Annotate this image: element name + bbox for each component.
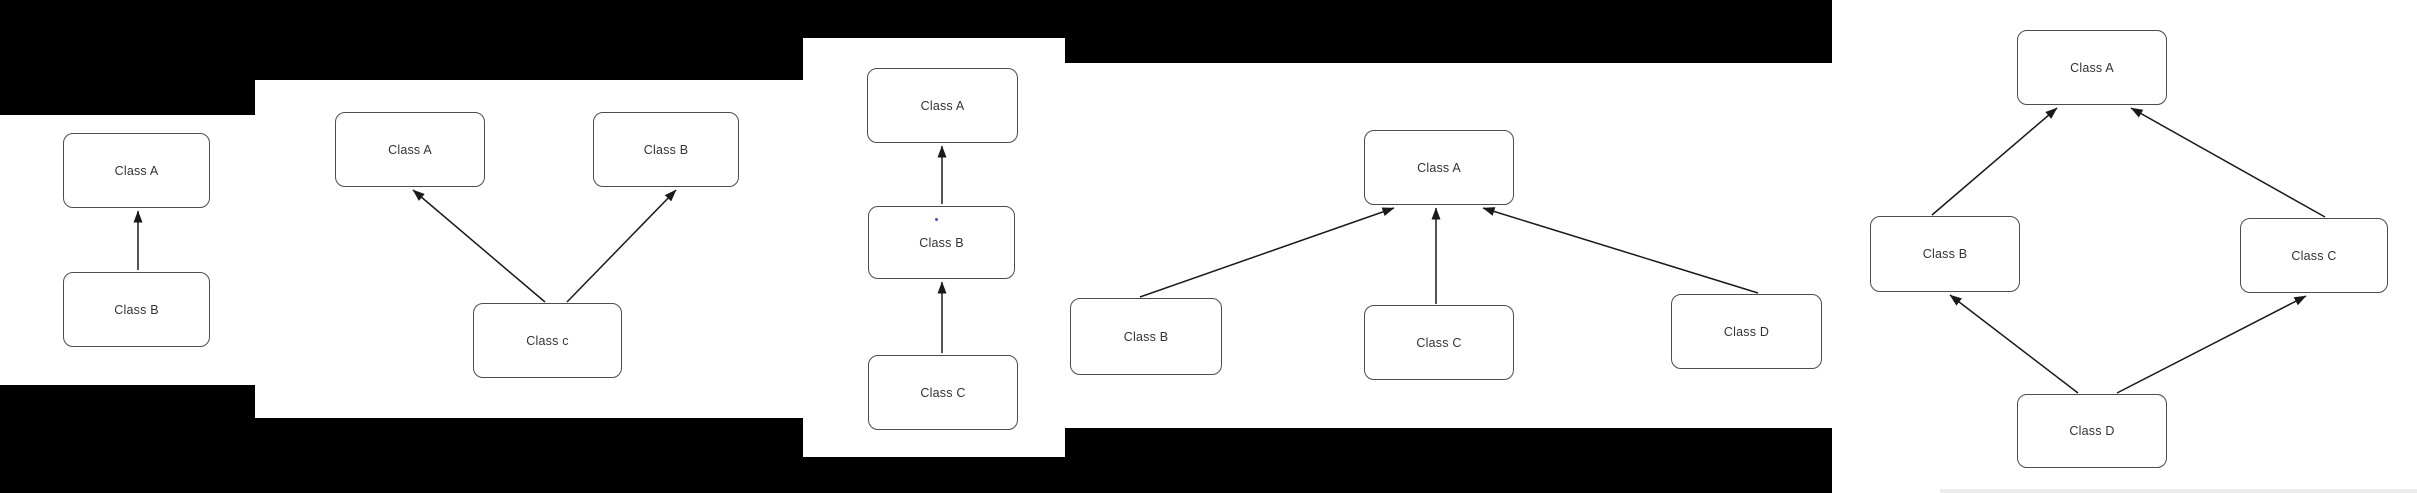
panel-5-class-a-box[interactable]: Class A: [2017, 30, 2167, 105]
class-label: Class A: [114, 163, 159, 178]
panel-3-class-b-box[interactable]: Class B: [868, 206, 1015, 279]
stray-blue-dot: [935, 218, 938, 221]
panel-1-class-a-box[interactable]: Class A: [63, 133, 210, 208]
class-label: Class A: [1417, 160, 1461, 175]
class-label: Class c: [526, 333, 569, 348]
panel-2-class-a-box[interactable]: Class A: [335, 112, 485, 187]
class-label: Class A: [920, 98, 965, 113]
window-edge-strip: [1940, 489, 2417, 493]
panel-1-class-b-box[interactable]: Class B: [63, 272, 210, 347]
panel-2-class-b-box[interactable]: Class B: [593, 112, 739, 187]
panel-4-class-b-box[interactable]: Class B: [1070, 298, 1222, 375]
panel-4-class-c-box[interactable]: Class C: [1364, 305, 1514, 380]
class-label: Class B: [919, 235, 964, 250]
class-label: Class B: [643, 142, 689, 157]
class-label: Class B: [1123, 329, 1169, 344]
panel-4-class-d-box[interactable]: Class D: [1671, 294, 1822, 369]
panel-3-class-a-box[interactable]: Class A: [867, 68, 1018, 143]
class-label: Class C: [1416, 335, 1462, 350]
panel-5-class-d-box[interactable]: Class D: [2017, 394, 2167, 468]
class-label: Class B: [1922, 247, 1968, 261]
class-label: Class A: [388, 142, 432, 157]
panel-4-class-a-box[interactable]: Class A: [1364, 130, 1514, 205]
panel-3-class-c-box[interactable]: Class C: [868, 355, 1018, 430]
class-label: Class D: [1723, 324, 1770, 339]
panel-2-class-c-box[interactable]: Class c: [473, 303, 622, 378]
class-label: Class C: [2291, 248, 2337, 263]
class-label: Class A: [2070, 60, 2114, 75]
class-label: Class D: [2069, 424, 2115, 438]
class-label: Class B: [114, 302, 159, 317]
panel-5-class-c-box[interactable]: Class C: [2240, 218, 2388, 293]
class-label: Class C: [920, 385, 966, 400]
panel-5-class-b-box[interactable]: Class B: [1870, 216, 2020, 292]
